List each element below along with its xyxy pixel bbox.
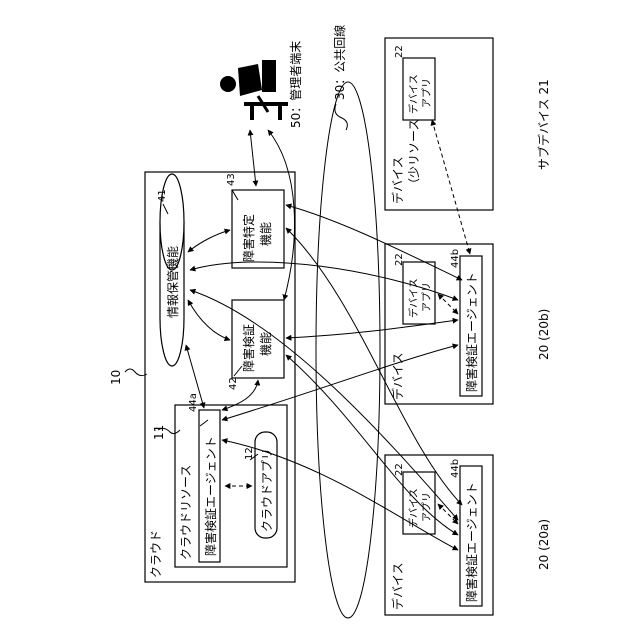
info-store-block: 情報保管機能 41	[157, 174, 184, 366]
public-line-leader	[335, 104, 347, 130]
admin-terminal-block: 50：管理者端末	[220, 41, 303, 128]
fault-verify-ref: 42	[228, 377, 239, 390]
device-a-app-ref: 22	[394, 463, 405, 476]
device-b-app-ref: 22	[394, 253, 405, 266]
device-b-app-line2: アプリ	[421, 282, 433, 312]
public-line-block: 30：公共回線	[316, 25, 380, 618]
device-b-agent-label: 障害検証エージェント	[464, 272, 479, 392]
cloud-resource-ref: 11	[152, 425, 166, 440]
cloud-label: クラウド	[149, 530, 163, 578]
fault-identify-line1: 障害特定	[241, 214, 256, 262]
device-b-ref: 20 (20b)	[537, 309, 551, 360]
fault-verify-block: 障害検証 機能 42	[228, 300, 284, 390]
device-a-agent-ref: 44b	[450, 459, 461, 478]
fault-identify-line2: 機能	[258, 222, 273, 246]
sub-device-ref: サブデバイス 21	[536, 79, 551, 170]
sub-device-block: デバイス （少リソース） サブデバイス 21 デバイス アプリ 22	[385, 38, 551, 210]
device-a-label: デバイス	[390, 562, 405, 610]
sub-device-app-line2: アプリ	[421, 78, 433, 108]
device-b-agent-ref: 44b	[450, 249, 461, 268]
device-a-ref: 20 (20a)	[537, 519, 551, 570]
device-b-label: デバイス	[390, 352, 405, 400]
public-line-ellipse	[316, 82, 380, 618]
cloud-app-label: クラウドアプリ	[260, 448, 274, 532]
fault-identify-box	[232, 190, 284, 268]
cloud-ref: 10	[109, 370, 123, 385]
cloud-agent-label: 障害検証エージェント	[203, 436, 218, 556]
cloud-resource-label: クラウドリソース	[179, 465, 193, 560]
sub-device-label-1: デバイス	[390, 156, 405, 204]
public-line-label: 30：公共回線	[332, 25, 347, 100]
cloud-agent-ref: 44a	[188, 393, 199, 412]
cloud-ref-leader	[125, 369, 147, 376]
device-a-agent-label: 障害検証エージェント	[464, 482, 479, 602]
device-a-block: デバイス 20 (20a) デバイス アプリ 22 障害検証エージェント 44b	[385, 455, 551, 615]
admin-terminal-label: 50：管理者端末	[288, 41, 303, 128]
info-store-label: 情報保管機能	[165, 246, 180, 318]
fault-verify-line1: 障害検証	[241, 324, 256, 372]
fault-verify-line2: 機能	[258, 332, 273, 356]
info-store-ref: 41	[157, 189, 168, 202]
device-b-block: デバイス 20 (20b) デバイス アプリ 22 障害検証エージェント 44b	[385, 244, 551, 404]
sub-device-app-line1: デバイス	[407, 74, 420, 114]
fault-identify-ref: 43	[226, 173, 237, 186]
sub-device-app-ref: 22	[394, 45, 405, 58]
admin-person-icon	[220, 60, 288, 120]
